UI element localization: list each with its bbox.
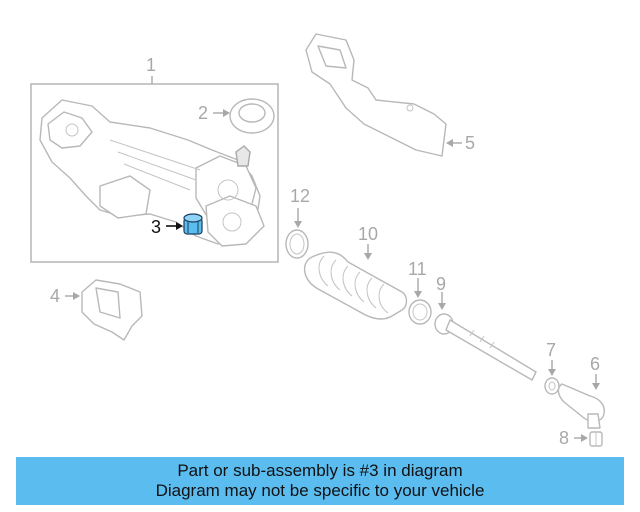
part-5-drawing [305, 33, 447, 157]
part-4-drawing [81, 279, 143, 341]
callout-9: 9 [436, 274, 446, 294]
part-12-drawing [285, 229, 309, 259]
callout-11: 11 [408, 259, 427, 279]
callout-8: 8 [559, 428, 569, 448]
banner-line-part-number: Part or sub-assembly is #3 in diagram [177, 461, 463, 480]
part-10-drawing [303, 251, 408, 320]
assembly-1-frame [30, 83, 279, 263]
callout-6: 6 [590, 354, 600, 374]
callout-3[interactable]: 3 [151, 217, 161, 237]
part-3-drawing [183, 213, 203, 235]
callout-1: 1 [146, 55, 156, 75]
part-6-drawing [557, 383, 605, 429]
diagram-notice-banner: Part or sub-assembly is #3 in diagram Di… [16, 457, 624, 505]
steering-rack-drawing [39, 99, 265, 247]
part-11-drawing [408, 299, 432, 325]
callout-10: 10 [358, 224, 378, 244]
callout-2: 2 [198, 103, 208, 123]
part-9-drawing [434, 313, 537, 381]
callout-4: 4 [50, 286, 60, 306]
banner-line-disclaimer: Diagram may not be specific to your vehi… [155, 481, 485, 500]
part-7-drawing [544, 377, 560, 395]
part-2-drawing [229, 98, 275, 134]
part-8-drawing [589, 431, 603, 447]
parts-diagram: 1 2 3 4 [30, 33, 605, 448]
callout-12: 12 [290, 186, 310, 206]
callout-7: 7 [546, 340, 556, 360]
callout-5: 5 [465, 133, 475, 153]
